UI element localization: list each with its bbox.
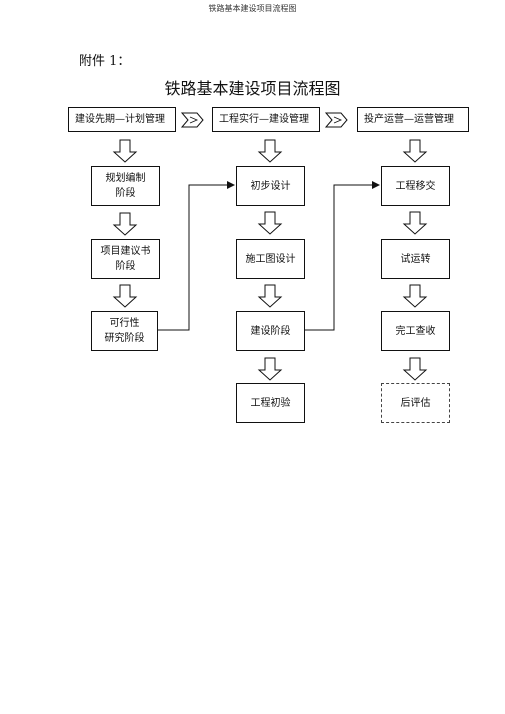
stage-label: 后评估 [400, 397, 431, 409]
stage-label: 初步设计 [250, 180, 291, 192]
phase-box-construction: 工程实行—建设管理 [212, 107, 320, 132]
stage-label: 规划编制 阶段 [105, 173, 146, 199]
down-arrow [112, 212, 138, 236]
stage-box: 项目建议书 阶段 [91, 239, 160, 279]
stage-box: 完工查收 [381, 311, 450, 351]
down-arrow [112, 139, 138, 163]
down-arrow [257, 284, 283, 308]
down-arrow [402, 357, 428, 381]
down-arrow [402, 284, 428, 308]
connector-feasibility-to-preliminary-design [158, 181, 235, 331]
attachment-label: 附件 1： [79, 54, 131, 69]
stage-label: 工程移交 [395, 180, 436, 192]
down-arrow [257, 211, 283, 235]
connector-construction-to-handover [305, 181, 380, 331]
diagram-title: 铁路基本建设项目流程图 [164, 79, 341, 98]
stage-label: 工程初验 [250, 397, 291, 409]
page-header: 铁路基本建设项目流程图 [208, 4, 297, 13]
down-arrow [402, 211, 428, 235]
stage-box: 建设阶段 [236, 311, 305, 351]
stage-box: 试运转 [381, 239, 450, 279]
stage-label: 完工查收 [395, 325, 436, 337]
stage-box: 工程移交 [381, 166, 450, 206]
stage-box: 施工图设计 [236, 239, 305, 279]
stage-box: 初步设计 [236, 166, 305, 206]
phase-box-planning: 建设先期—计划管理 [68, 107, 176, 132]
phase-chevron-2 [324, 112, 348, 128]
stage-box-dashed: 后评估 [381, 383, 450, 423]
stage-label: 项目建议书 阶段 [100, 246, 151, 272]
stage-label: 建设阶段 [250, 325, 291, 337]
down-arrow [402, 139, 428, 163]
down-arrow [257, 139, 283, 163]
stage-box: 可行性 研究阶段 [91, 311, 158, 351]
phase-chevron-1 [180, 112, 204, 128]
phase-label: 投产运营—运营管理 [364, 114, 454, 125]
phase-box-operation: 投产运营—运营管理 [357, 107, 469, 132]
phase-label: 建设先期—计划管理 [75, 114, 165, 125]
down-arrow [257, 357, 283, 381]
stage-box: 规划编制 阶段 [91, 166, 160, 206]
stage-label: 试运转 [400, 253, 431, 265]
stage-label: 可行性 研究阶段 [104, 318, 145, 344]
stage-box: 工程初验 [236, 383, 305, 423]
stage-label: 施工图设计 [245, 253, 296, 265]
phase-label: 工程实行—建设管理 [219, 114, 309, 125]
down-arrow [112, 284, 138, 308]
